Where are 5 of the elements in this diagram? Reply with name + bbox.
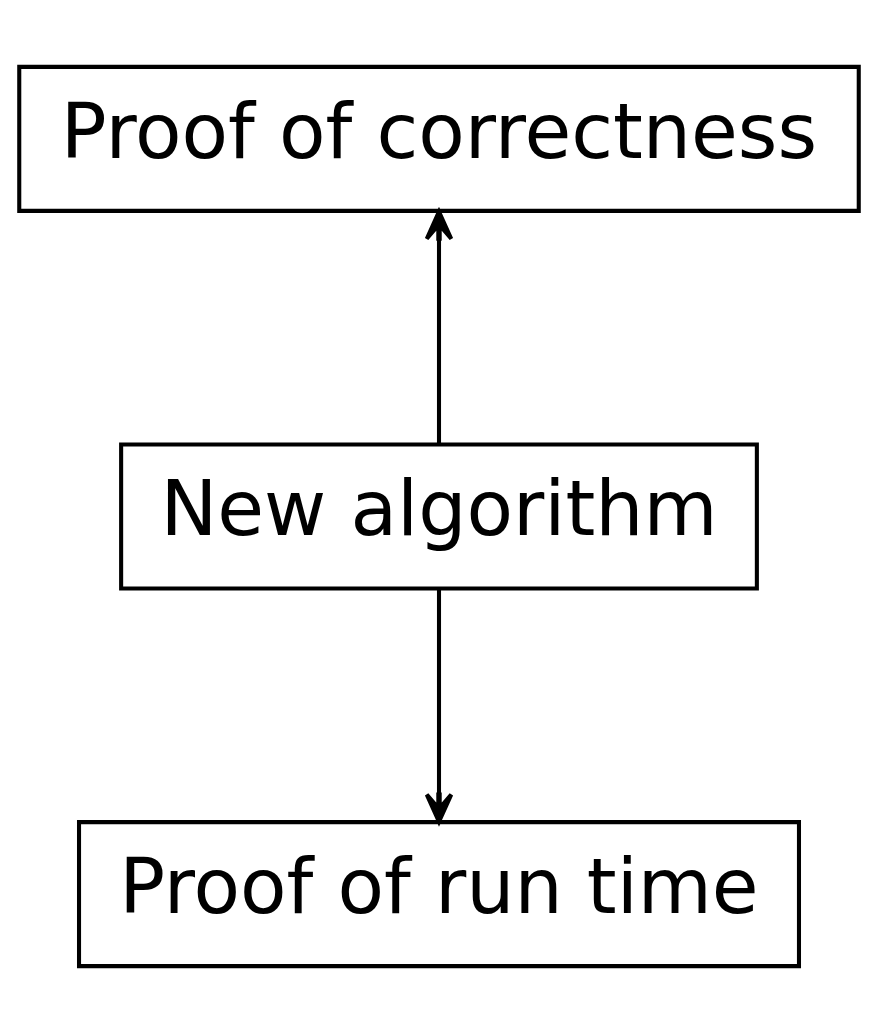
node-box: Proof of correctness [17,64,861,213]
node-box: Proof of run time [76,819,801,968]
arrow [424,209,454,444]
node-box: New algorithm [119,441,759,591]
arrow [424,588,454,824]
